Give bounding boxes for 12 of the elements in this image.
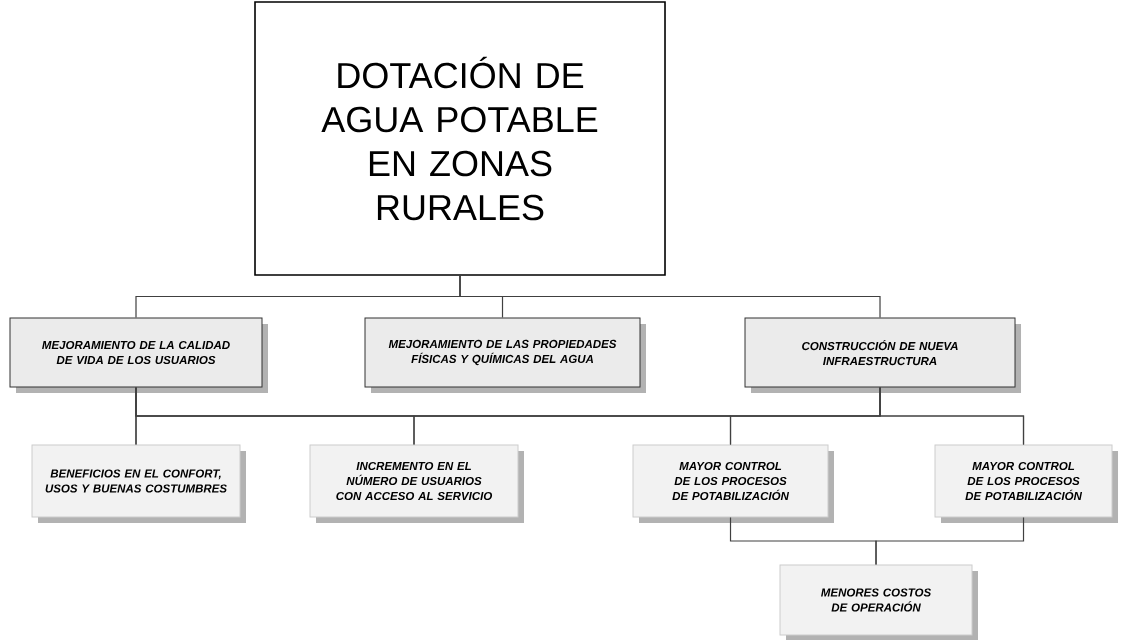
process-box: CONSTRUCCIÓN DE NUEVA INFRAESTRUCTURA	[744, 317, 1021, 393]
connector-line	[459, 275, 881, 319]
process-box: INCREMENTO EN EL NÚMERO DE USUARIOS CON ACCESO AL SERVICIO	[309, 444, 524, 523]
process-box: MAYOR CONTROL DE LOS PROCESOS DE POTABILIZACIÓN	[632, 444, 834, 523]
connector-line	[879, 386, 1025, 446]
title-box: DOTACIÓN DE AGUA POTABLE EN ZONAS RURALES	[254, 1, 666, 276]
connector-line	[875, 516, 1025, 566]
process-box: MENORES COSTOS DE OPERACIÓN	[779, 564, 978, 640]
process-box: BENEFICIOS EN EL CONFORT, USOS Y BUENAS COSTUMBRES	[31, 444, 246, 523]
process-box: MAYOR CONTROL DE LOS PROCESOS DE POTABILIZACIÓN	[934, 444, 1118, 523]
process-box: MEJORAMIENTO DE LAS PROPIEDADES FÍSICAS Y QUÍMICAS DEL AGUA	[364, 317, 646, 393]
process-box: MEJORAMIENTO DE LA CALIDAD DE VIDA DE LOS USUARIOS	[9, 317, 268, 393]
